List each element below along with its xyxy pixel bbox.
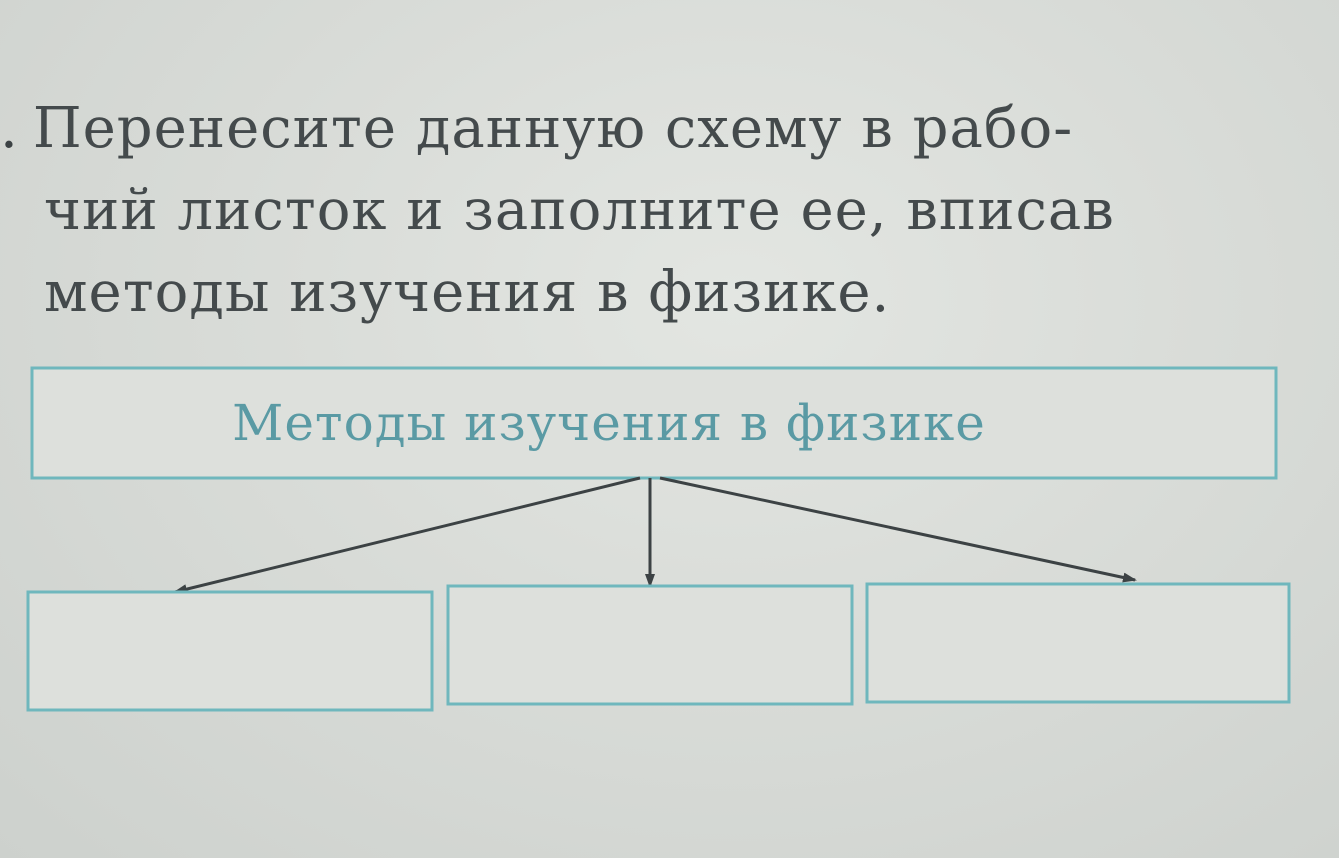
task-number: . — [0, 96, 19, 161]
task-line-1: .Перенесите данную схему в рабо- — [0, 88, 1073, 170]
child-box-1[interactable] — [26, 590, 434, 712]
arrow-left — [173, 476, 641, 594]
task-line-1-text: Перенесите данную схему в рабо- — [32, 96, 1074, 161]
arrow-right — [659, 476, 1137, 583]
root-box — [30, 366, 1278, 480]
task-line-2: чий листок и заполните ее, вписав — [44, 178, 1115, 243]
child-box-3[interactable] — [865, 582, 1291, 704]
root-box-label: Методы изучения в физике — [232, 394, 986, 452]
task-line-3: методы изучения в физике. — [44, 260, 891, 325]
child-box-2[interactable] — [446, 584, 854, 706]
